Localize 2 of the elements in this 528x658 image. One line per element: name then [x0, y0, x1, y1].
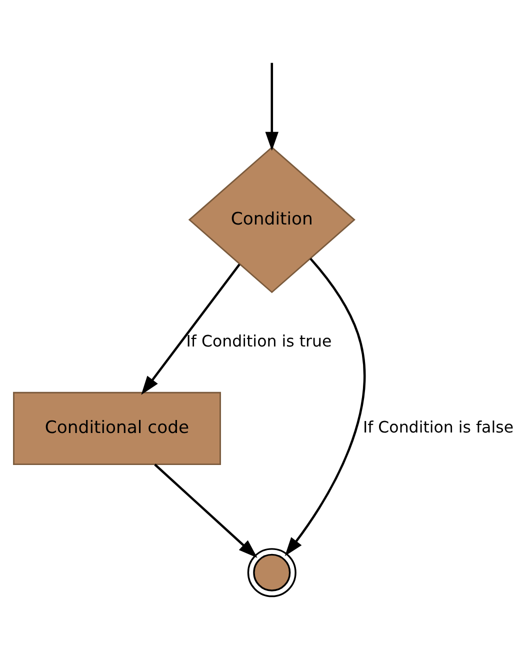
edge-label: If Condition is false	[362, 417, 514, 436]
edge-label: If Condition is true	[186, 331, 332, 350]
